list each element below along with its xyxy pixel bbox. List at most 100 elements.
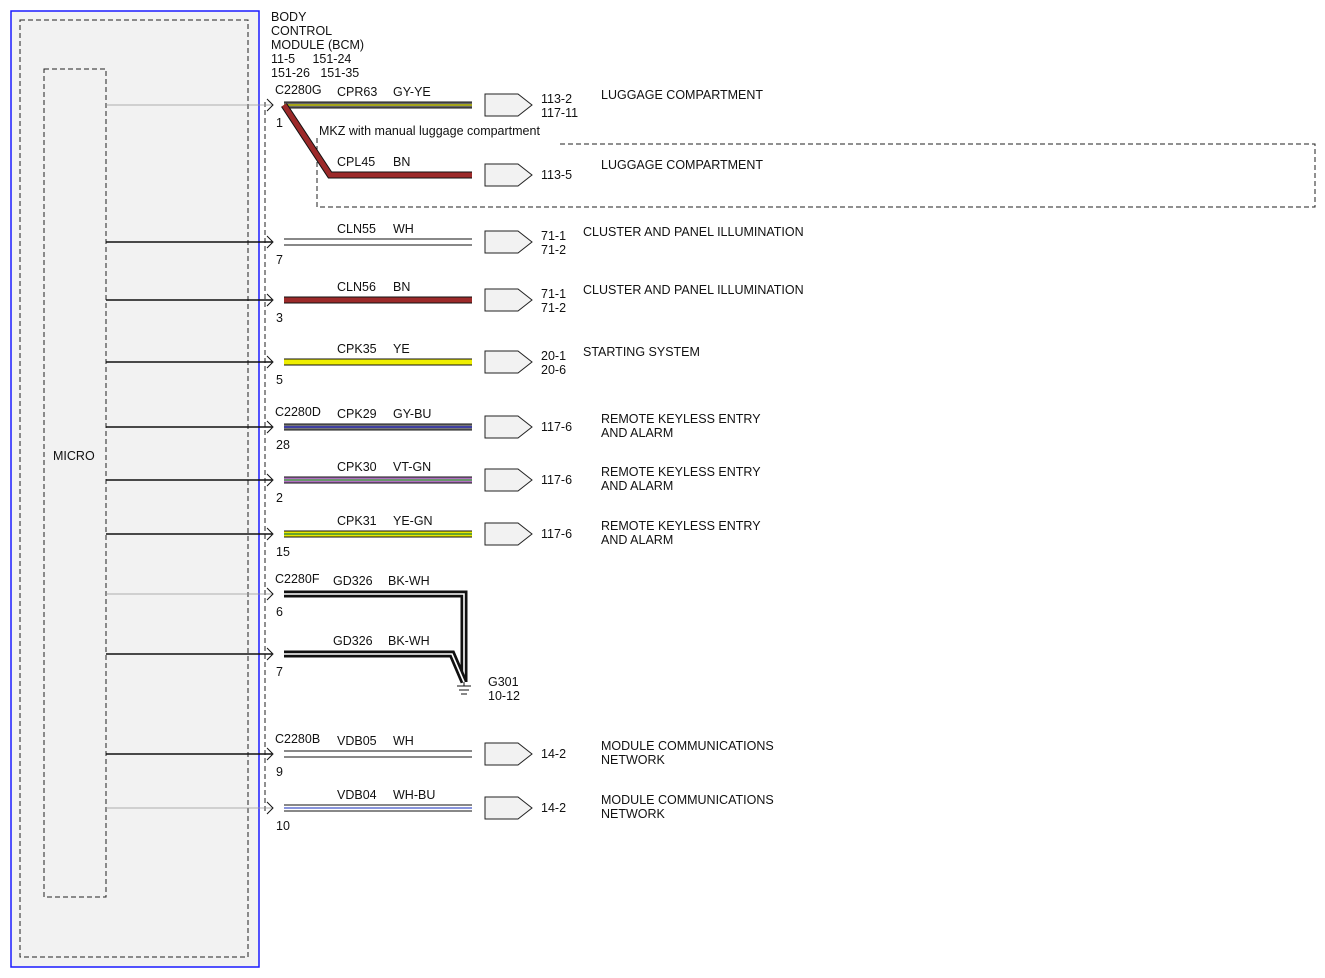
module-title-line: BODY [271, 10, 307, 24]
terminal-arrow [484, 288, 533, 312]
wire-color: YE [393, 342, 410, 356]
connector-pin [266, 527, 274, 541]
connector-pin [266, 747, 274, 761]
destination-label: CLUSTER AND PANEL ILLUMINATION [583, 283, 804, 297]
circuit-id: CPK31 [337, 514, 377, 528]
destination-label: LUGGAGE COMPARTMENT [601, 88, 763, 102]
circuit-id: CPK35 [337, 342, 377, 356]
wire-color: GY-YE [393, 85, 431, 99]
page-ref: 113-5 [541, 168, 572, 182]
destination-label: STARTING SYSTEM [583, 345, 700, 359]
circuit-id: GD326 [333, 634, 373, 648]
ground-name: G301 [488, 675, 519, 689]
page-ref: 20-1 [541, 349, 566, 363]
wire-color: BN [393, 280, 410, 294]
connector-pin [266, 235, 274, 249]
terminal-arrow [484, 522, 533, 546]
wire-cpl45 [281, 103, 472, 179]
bcm-module-box [10, 10, 260, 968]
pin-number: 7 [276, 665, 283, 679]
terminal-arrow [484, 415, 533, 439]
wire-color: GY-BU [393, 407, 431, 421]
page-ref: 71-2 [541, 243, 566, 257]
wire-color: WH [393, 222, 414, 236]
module-title-line: MODULE (BCM) [271, 38, 364, 52]
pin-number: 15 [276, 545, 290, 559]
wire-gd326 [284, 650, 468, 684]
connector-pin [266, 420, 274, 434]
connector-id: C2280G [275, 83, 322, 97]
destination-label: REMOTE KEYLESS ENTRY [601, 519, 761, 533]
wire-color: BK-WH [388, 574, 430, 588]
module-ref-line: 11-5 151-24 [271, 52, 351, 66]
connector-id: C2280B [275, 732, 320, 746]
connector-pin [266, 801, 274, 815]
page-ref: 14-2 [541, 747, 566, 761]
connector-pin [266, 293, 274, 307]
pin-number: 2 [276, 491, 283, 505]
destination-label: LUGGAGE COMPARTMENT [601, 158, 763, 172]
connector-pin [266, 473, 274, 487]
wire-gd326 [284, 590, 468, 682]
page-ref: 71-1 [541, 229, 566, 243]
circuit-id: CPL45 [337, 155, 375, 169]
module-ref-line: 151-26 151-35 [271, 66, 359, 80]
destination-label: CLUSTER AND PANEL ILLUMINATION [583, 225, 804, 239]
terminal-arrow [484, 93, 533, 117]
connector-id: C2280D [275, 405, 321, 419]
page-ref: 117-6 [541, 527, 572, 541]
option-note: MKZ with manual luggage compartment [319, 124, 540, 138]
page-ref: 20-6 [541, 363, 566, 377]
module-title: BODY CONTROL MODULE (BCM) 11-5 151-24 15… [271, 10, 364, 80]
module-title-line: CONTROL [271, 24, 332, 38]
micro-label: MICRO [53, 449, 95, 463]
destination-label: MODULE COMMUNICATIONS [601, 793, 774, 807]
circuit-id: CLN55 [337, 222, 376, 236]
wire-color: WH-BU [393, 788, 435, 802]
destination-label: REMOTE KEYLESS ENTRY [601, 465, 761, 479]
connector-pin [266, 355, 274, 369]
wire-color: BK-WH [388, 634, 430, 648]
connector-pin [266, 98, 274, 112]
pin-number: 1 [276, 116, 283, 130]
micro-box [43, 68, 107, 898]
destination-label: NETWORK [601, 807, 666, 821]
page-ref: 14-2 [541, 801, 566, 815]
connector-id: C2280F [275, 572, 320, 586]
ground-symbol [457, 680, 471, 695]
wire-color: BN [393, 155, 410, 169]
pin-number: 9 [276, 765, 283, 779]
pin-number: 5 [276, 373, 283, 387]
page-ref: 117-6 [541, 420, 572, 434]
page-ref: 113-2 [541, 92, 572, 106]
terminal-arrow [484, 796, 533, 820]
circuit-id: VDB04 [337, 788, 377, 802]
pin-number: 28 [276, 438, 290, 452]
option-dashed-region [316, 138, 1316, 208]
destination-label: NETWORK [601, 753, 666, 767]
pin-number: 6 [276, 605, 283, 619]
terminal-arrow [484, 742, 533, 766]
pin-number: 3 [276, 311, 283, 325]
wire-color: YE-GN [393, 514, 433, 528]
destination-label: MODULE COMMUNICATIONS [601, 739, 774, 753]
terminal-arrow [484, 468, 533, 492]
wire-color: WH [393, 734, 414, 748]
destination-label: AND ALARM [601, 533, 673, 547]
page-ref: 71-1 [541, 287, 566, 301]
page-ref: 117-6 [541, 473, 572, 487]
destination-label: AND ALARM [601, 479, 673, 493]
connector-pin [266, 587, 274, 601]
terminal-arrow [484, 230, 533, 254]
terminal-arrow [484, 350, 533, 374]
bcm-inner-dashed [19, 19, 249, 958]
destination-label: AND ALARM [601, 426, 673, 440]
terminal-arrow [484, 163, 533, 187]
wire-color: VT-GN [393, 460, 431, 474]
circuit-id: CPR63 [337, 85, 377, 99]
circuit-id: GD326 [333, 574, 373, 588]
circuit-id: CPK29 [337, 407, 377, 421]
page-ref: 71-2 [541, 301, 566, 315]
pin-number: 7 [276, 253, 283, 267]
